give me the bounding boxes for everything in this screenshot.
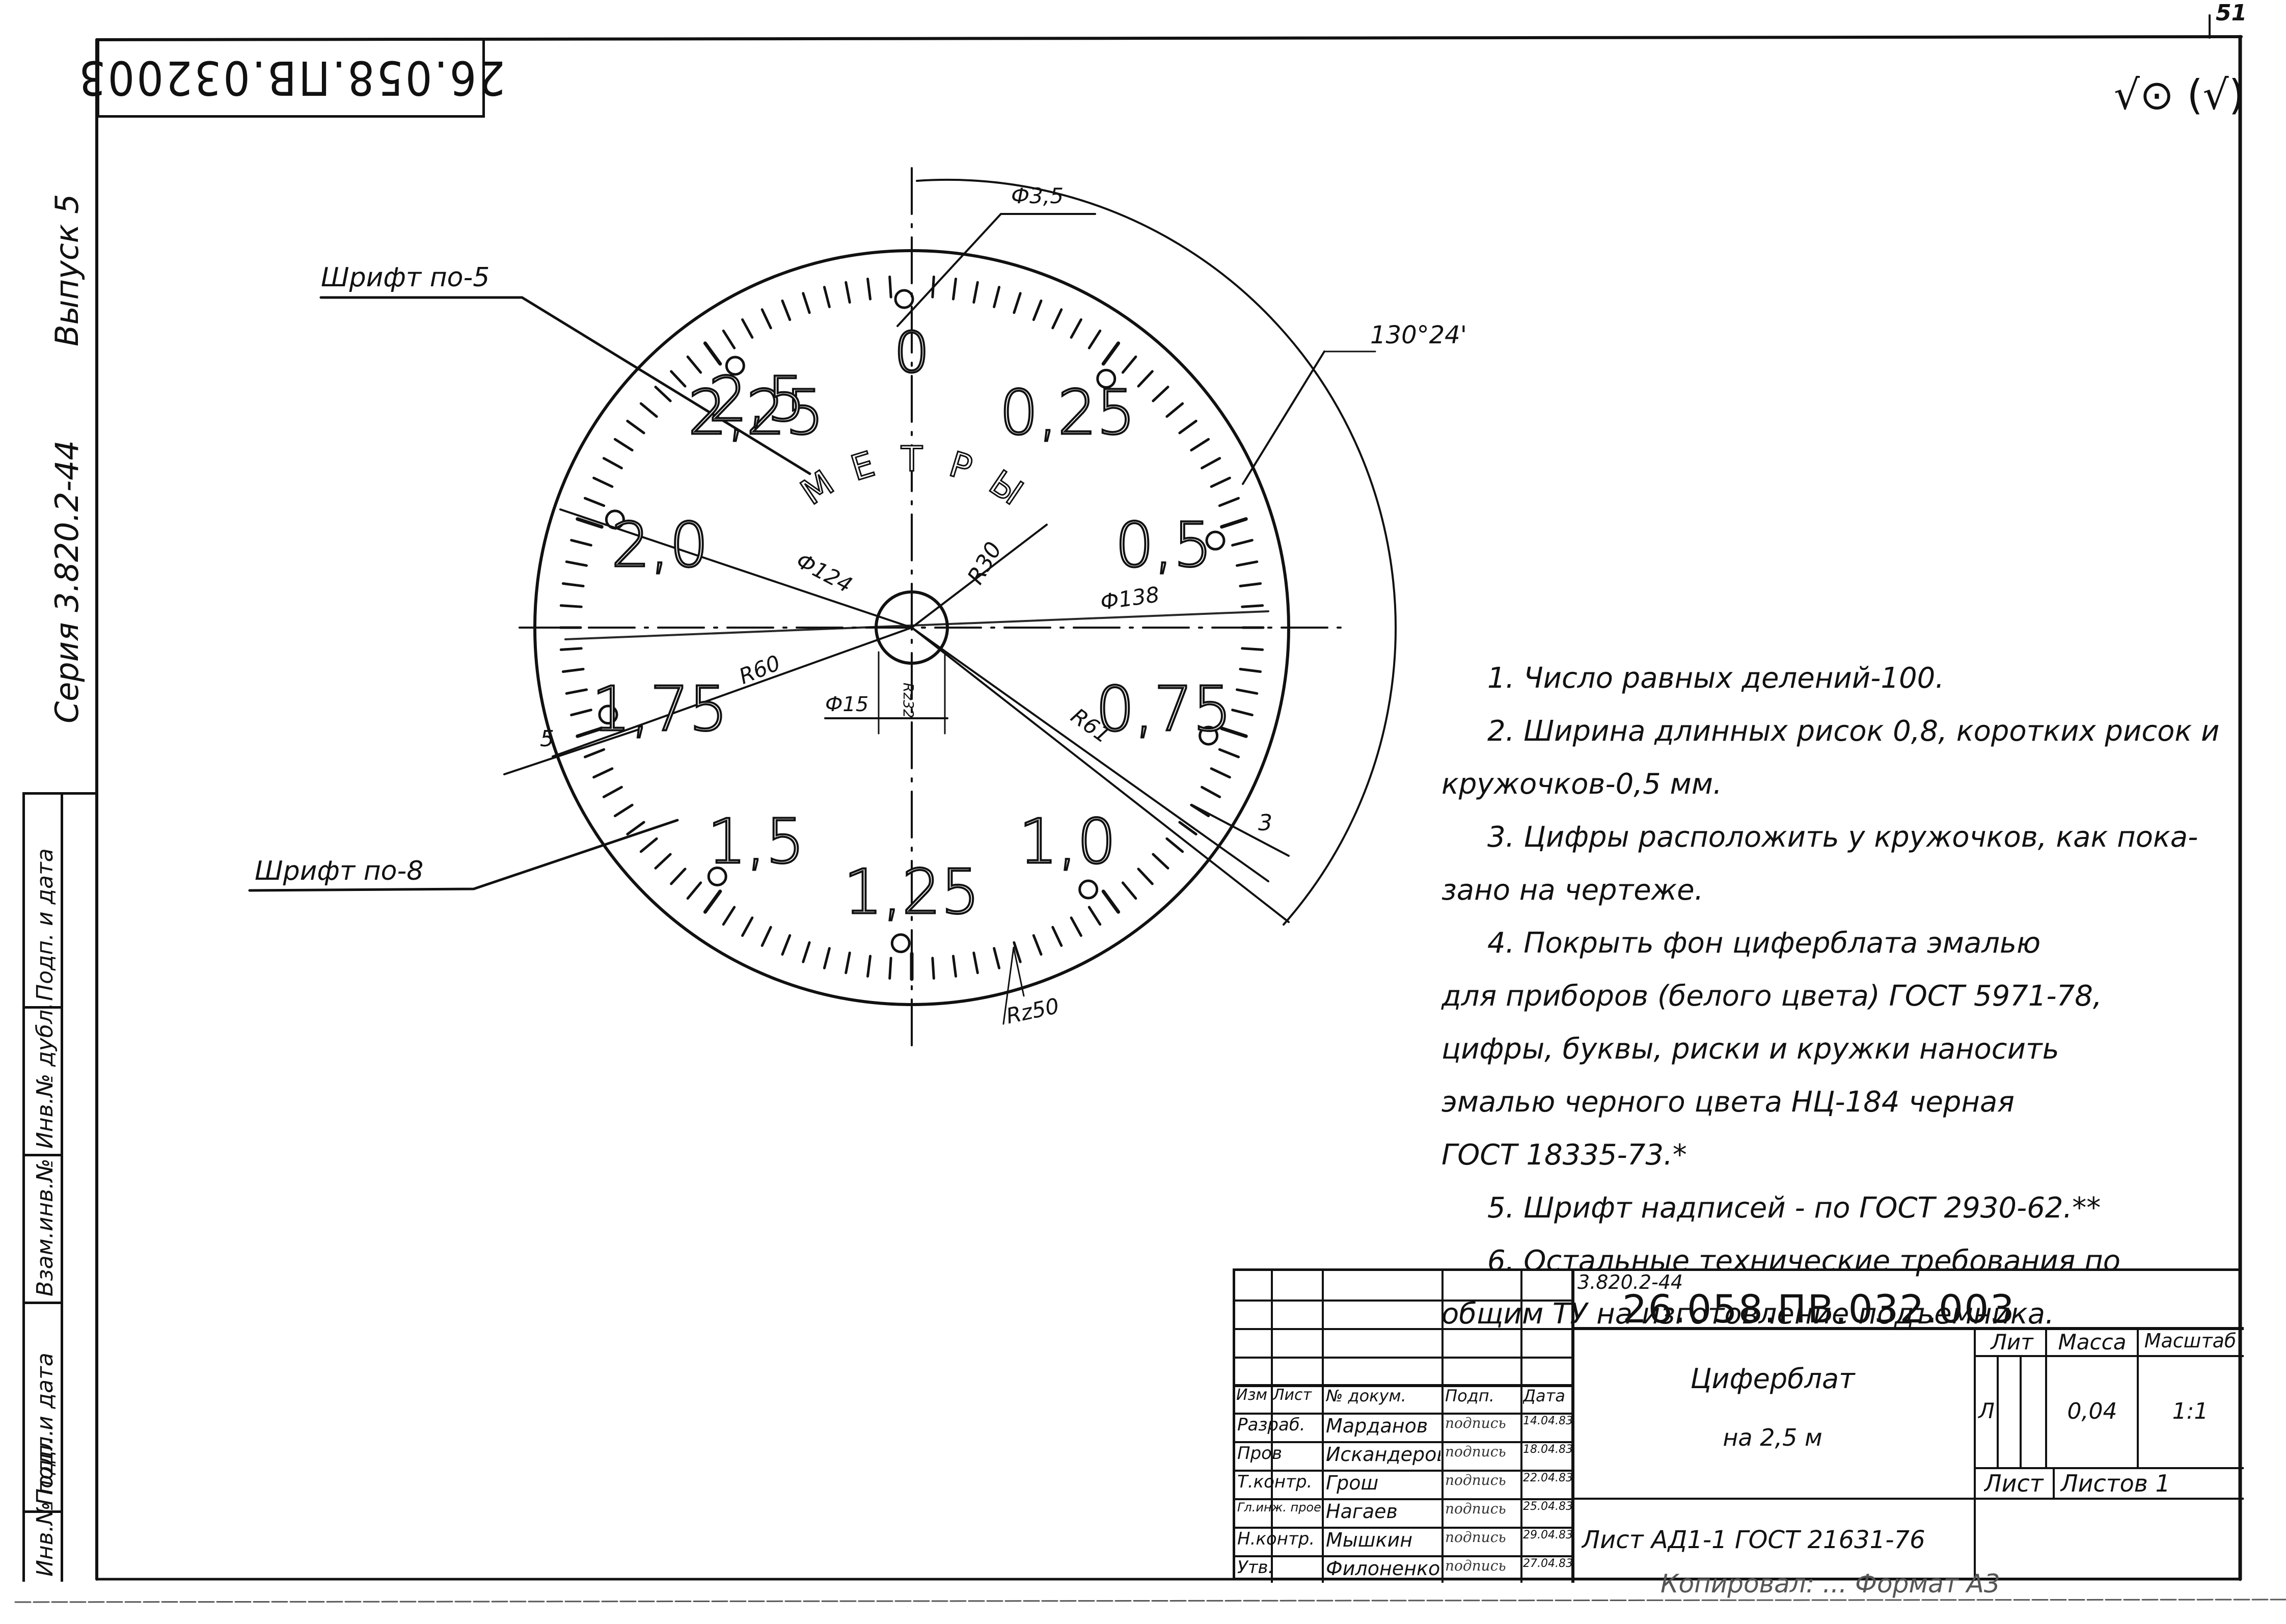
header-sign: Подп. [1445, 1386, 1494, 1405]
row-signature: подпись [1445, 1443, 1506, 1460]
side-approval-stamp: Подп. и дата Инв.№ дубл. Взам.инв.№ Подп… [22, 792, 63, 1582]
note-3: 3. Цифры расположить у кружочков, как по… [1487, 821, 2198, 854]
tb-name-line1: Циферблат [1690, 1363, 1855, 1395]
scale-unit-letter: Т [901, 439, 923, 480]
note-1: 1. Число равных делений-100. [1487, 662, 1945, 695]
row-name: Грош [1326, 1472, 1379, 1494]
row-signature: подпись [1445, 1529, 1506, 1546]
inverted-document-stamp: 26.058.ПВ.032003 [77, 40, 505, 118]
dial-number-0: 0 [893, 319, 931, 386]
hole-diameter-label: Ф3,5 [1011, 183, 1064, 208]
row-date: 22.04.83 [1523, 1472, 1571, 1484]
note-5: 5. Шрифт надписей - по ГОСТ 2930-62.** [1487, 1192, 2101, 1225]
side-cell-sign-date-1: Подп. и дата [25, 795, 61, 1009]
row-role: Гл.инж. проекта [1237, 1500, 1322, 1514]
row-date: 29.04.83 [1523, 1529, 1571, 1541]
row-signature: подпись [1445, 1500, 1506, 1517]
row-name: Мышкин [1326, 1529, 1413, 1551]
note-6: 6. Остальные технические требования по [1487, 1244, 2121, 1278]
leader-3-label: 3 [1258, 810, 1272, 836]
tb-scale-value: 1:1 [2172, 1398, 2209, 1424]
row-role: Утв. [1237, 1557, 1274, 1578]
leader-5-label: 5 [540, 726, 554, 752]
page-number: 51 [2216, 0, 2247, 26]
note-4: 4. Покрыть фон циферблата эмалью [1487, 927, 2041, 960]
row-date: 14.04.83 [1523, 1415, 1571, 1427]
title-block: Изм Лист № докум. Подп. Дата Разраб. Мард… [1233, 1268, 2244, 1583]
tb-lit-label: Лит [1991, 1330, 2033, 1355]
tb-mass-label: Масса [2058, 1330, 2127, 1355]
side-cell-dup-inv: Инв.№ дубл. [25, 1003, 61, 1156]
header-doc: № докум. [1326, 1386, 1406, 1405]
tb-designation: 26.058.ПВ.032.003 [1622, 1286, 2016, 1332]
header-list: Лист [1273, 1386, 1312, 1404]
note-4-cont-2: цифры, буквы, риски и кружки наносить [1441, 1033, 2059, 1066]
note-4-cont-1: для приборов (белого цвета) ГОСТ 5971-78… [1441, 980, 2102, 1013]
tb-scale-label: Масштаб [2144, 1330, 2237, 1352]
row-signature: подпись [1445, 1557, 1506, 1574]
copy-line: Копировал: ... Формат А3 [1661, 1569, 2000, 1599]
side-cell-orig-inv: Инв.№ подл. [32, 1429, 58, 1577]
row-date: 18.04.83 [1523, 1443, 1571, 1456]
dial-number-0-75: 0,75 [1095, 673, 1233, 746]
dial-number-2-0: 2,0 [610, 509, 710, 582]
roughness-symbol-icon: √⊙ (√) [2114, 71, 2245, 119]
row-signature: подпись [1445, 1415, 1506, 1431]
dial-tick-marks [559, 275, 1265, 981]
dial-number-2-5: 2,5 [707, 364, 807, 437]
tb-material: Лист АД1-1 ГОСТ 21631-76 [1582, 1526, 1925, 1554]
row-role: Пров [1237, 1443, 1282, 1464]
note-2: 2. Ширина длинных рисок 0,8, коротких ри… [1487, 715, 2220, 748]
center-roughness-label: Rz32 [900, 683, 917, 718]
dial-circle-markers [598, 289, 1226, 954]
note-6-cont: общим ТУ на изготовление подъемника. [1441, 1297, 2054, 1331]
row-signature: подпись [1445, 1472, 1506, 1488]
dial-number-1-25: 1,25 [842, 856, 981, 929]
technical-notes: 1. Число равных делений-100. 2. Ширина д… [1441, 652, 2236, 1341]
note-4-cont-4: ГОСТ 18335-73.* [1441, 1139, 1687, 1172]
font-callout-5: Шрифт по-5 [321, 262, 490, 293]
tb-series: 3.820.2-44 [1577, 1271, 1683, 1293]
tb-lit-value: Л [1978, 1398, 1995, 1423]
header-izm: Изм [1236, 1386, 1268, 1404]
header-date: Дата [1523, 1386, 1565, 1405]
row-role: Разраб. [1237, 1415, 1305, 1435]
row-role: Н.контр. [1237, 1529, 1315, 1549]
dial-number-0-5: 0,5 [1114, 509, 1213, 582]
angle-arc [916, 179, 1397, 926]
side-cell-sign-date-2: Подп. и дата [25, 1304, 61, 1513]
row-name: Нагаев [1326, 1500, 1398, 1523]
tb-name-line2: на 2,5 м [1723, 1424, 1822, 1451]
center-diameter-label: Ф15 [825, 693, 869, 716]
tb-sheet-label: Лист [1984, 1470, 2044, 1497]
note-2-cont: кружочков-0,5 мм. [1441, 768, 1722, 801]
issue-label: Выпуск 5 [48, 194, 86, 346]
row-name: Филоненко [1326, 1557, 1440, 1580]
dial-outer-circle [533, 249, 1290, 1006]
tb-sheets-label: Листов 1 [2060, 1470, 2170, 1497]
font-callout-8: Шрифт по-8 [255, 856, 424, 886]
row-name: Искандеров [1326, 1443, 1440, 1466]
row-date: 27.04.83 [1523, 1557, 1571, 1570]
dial-number-1-75: 1,75 [591, 673, 729, 746]
angle-label: 130°24' [1370, 321, 1467, 349]
tb-mass-value: 0,04 [2067, 1398, 2117, 1424]
dial-number-1-0: 1,0 [1018, 805, 1117, 878]
note-4-cont-3: эмалью черного цвета НЦ-184 черная [1441, 1086, 2015, 1119]
series-label: Серия 3.820.2-44 [48, 440, 86, 723]
side-cell-replace-inv: Взам.инв.№ [25, 1156, 61, 1304]
dial-number-0-25: 0,25 [998, 377, 1136, 450]
frame-top [95, 35, 2243, 41]
side-stamp-blank-column [61, 792, 97, 1582]
row-role: Т.контр. [1237, 1472, 1313, 1492]
row-name: Марданов [1326, 1415, 1428, 1437]
row-date: 25.04.83 [1523, 1500, 1571, 1513]
note-3-cont: зано на чертеже. [1441, 874, 1704, 907]
dial-number-1-5: 1,5 [706, 805, 806, 878]
dial-number-2-25: 2,25 [687, 377, 825, 450]
